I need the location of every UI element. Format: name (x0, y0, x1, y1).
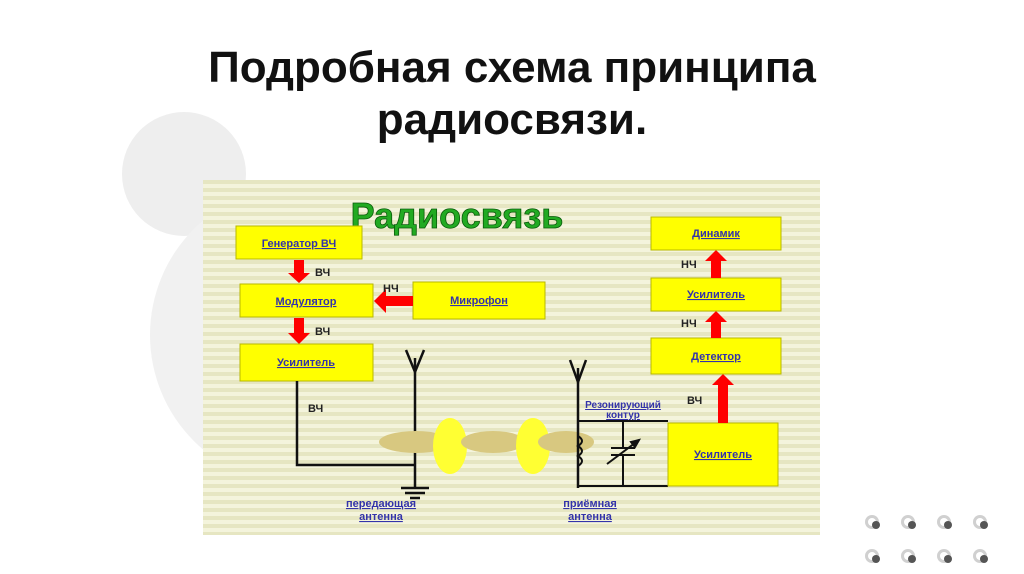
block-transmit-amplifier-label: Усилитель (277, 357, 335, 369)
block-receive-amplifier-lf-label: Усилитель (687, 289, 745, 301)
signal-label-lf-2: НЧ (681, 318, 697, 330)
radio-wave-icon (379, 418, 594, 474)
block-speaker: Динамик (650, 216, 782, 251)
signal-label-lf-1: НЧ (681, 259, 697, 271)
block-receive-amplifier-hf-label: Усилитель (694, 449, 752, 461)
arrow-microphone-to-modulator (374, 289, 413, 313)
arrow-detector-to-amplifier (705, 311, 727, 338)
signal-label-hf-1: ВЧ (315, 267, 330, 279)
transmit-antenna-label-line-1: передающая (346, 498, 416, 510)
block-modulator-label: Модулятор (276, 296, 337, 308)
resonant-circuit-label-line-2: контур (606, 410, 640, 421)
diagram-heading: Радиосвязь (351, 195, 564, 236)
receive-antenna-label-line-2: антенна (568, 511, 613, 523)
slide-title: Подробная схема принципа радиосвязи. (0, 42, 1024, 146)
arrow-amplifier-to-detector (712, 374, 734, 423)
block-generator: Генератор ВЧ (235, 225, 363, 260)
resonant-circuit-label-line-1: Резонирующий (585, 400, 661, 411)
corner-ornament-icon (865, 515, 988, 563)
block-receive-amplifier-lf: Усилитель (650, 277, 782, 312)
block-detector-label: Детектор (691, 351, 741, 363)
receive-antenna-label-line-1: приёмная (563, 498, 617, 510)
arrow-generator-to-modulator (288, 260, 310, 283)
signal-label-hf-2: ВЧ (315, 326, 330, 338)
signal-label-lf-mic: НЧ (383, 283, 399, 295)
transmit-antenna-label-line-2: антенна (359, 511, 404, 523)
wire-amplifier-to-antenna (295, 381, 415, 467)
resonant-circuit-icon (576, 420, 668, 487)
block-microphone-label: Микрофон (450, 295, 508, 307)
signal-label-hf-4: ВЧ (687, 395, 702, 407)
block-transmit-amplifier: Усилитель (239, 343, 374, 382)
transmit-antenna-icon (401, 349, 429, 500)
block-microphone: Микрофон (412, 281, 546, 320)
block-generator-label: Генератор ВЧ (262, 238, 336, 250)
block-receive-amplifier-hf: Усилитель (667, 422, 779, 487)
slide-title-line-1: Подробная схема принципа (208, 43, 816, 92)
signal-label-hf-3: ВЧ (308, 403, 323, 415)
arrow-amplifier-to-speaker (705, 250, 727, 278)
radio-communication-diagram: Радиосвязь Генератор ВЧ ВЧ Модулятор Мик… (203, 180, 820, 535)
block-detector: Детектор (650, 337, 782, 375)
arrow-modulator-to-amplifier (288, 318, 310, 344)
block-speaker-label: Динамик (692, 228, 740, 240)
slide-title-line-2: радиосвязи. (376, 95, 648, 144)
block-modulator: Модулятор (239, 283, 374, 318)
